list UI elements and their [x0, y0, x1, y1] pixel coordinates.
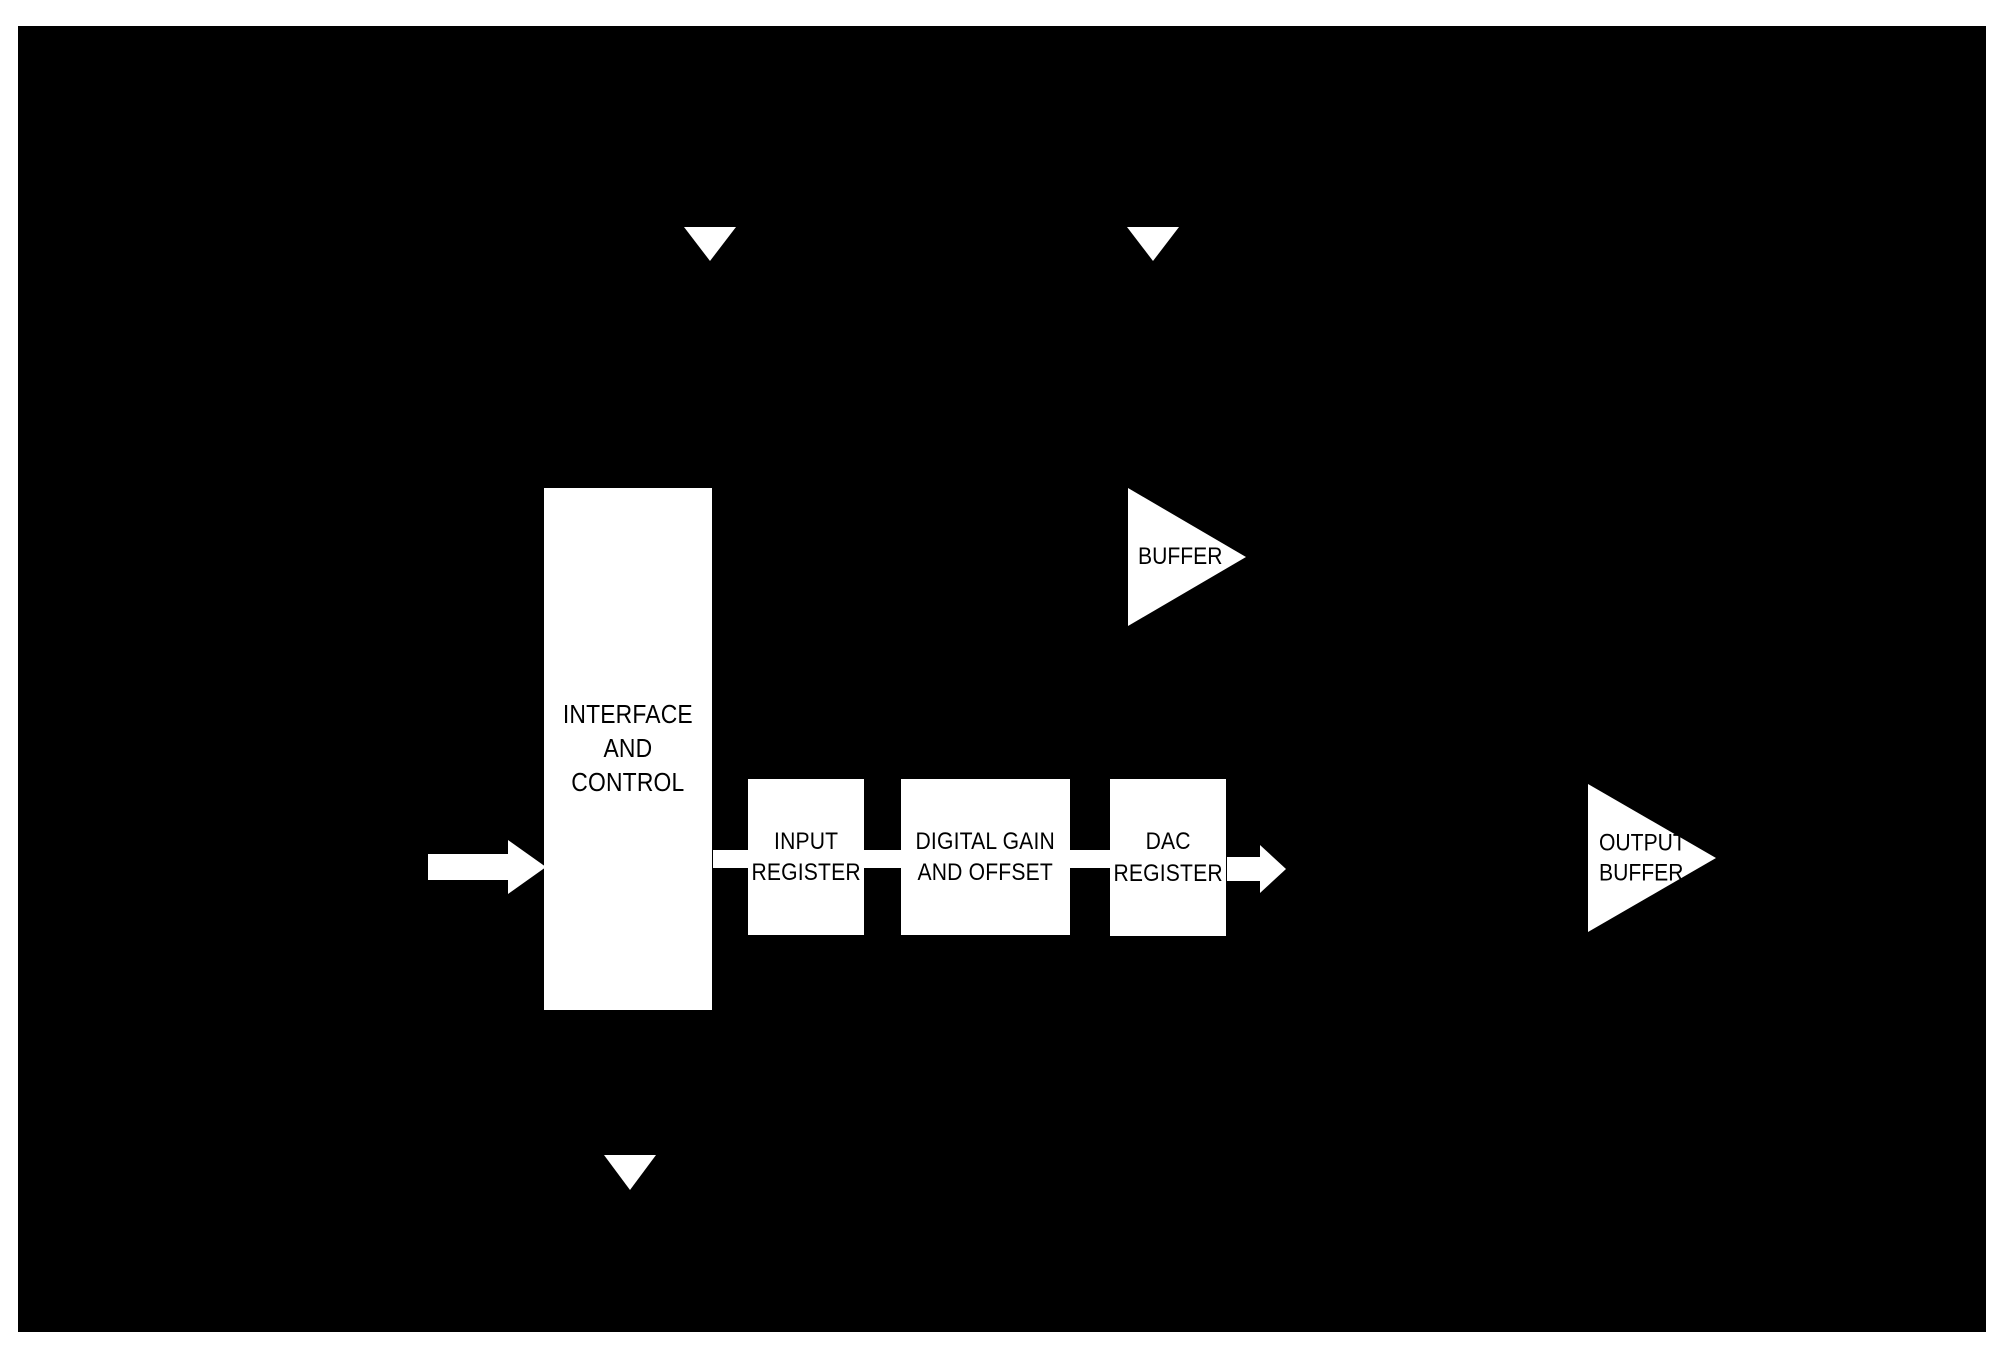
top-marker-left-icon	[684, 227, 736, 261]
dac-register-output-arrow-shaft	[1227, 857, 1260, 881]
connector-interface-to-input-register	[713, 850, 749, 868]
block-digital-gain-and-offset[interactable]: DIGITAL GAIN AND OFFSET	[901, 779, 1070, 935]
connector-input-register-to-digital-gain	[864, 850, 901, 868]
serial-input-arrow-shaft	[428, 854, 508, 880]
serial-input-arrow	[428, 840, 546, 894]
top-marker-right-icon	[1127, 227, 1179, 261]
block-interface-and-control-label: INTERFACE AND CONTROL	[563, 699, 693, 797]
diagram-frame: INTERFACE AND CONTROL INPUT REGISTER DIG…	[18, 26, 1986, 1332]
block-input-register-label: INPUT REGISTER	[751, 827, 861, 886]
dac-register-output-arrow-head	[1260, 845, 1286, 893]
amplifier-buffer-shape	[1128, 488, 1246, 626]
bottom-marker-icon	[604, 1155, 656, 1190]
connector-digital-gain-to-dac-register	[1070, 850, 1110, 868]
block-interface-and-control[interactable]: INTERFACE AND CONTROL	[544, 488, 712, 1010]
block-digital-gain-and-offset-label: DIGITAL GAIN AND OFFSET	[915, 827, 1056, 886]
amplifier-buffer-label: BUFFER	[1138, 543, 1223, 571]
amplifier-buffer[interactable]: BUFFER	[1128, 488, 1246, 626]
amplifier-output-buffer-label: OUTPUT BUFFER	[1599, 829, 1686, 886]
dac-register-output-arrow	[1227, 845, 1286, 893]
block-dac-register-label: DAC REGISTER	[1113, 828, 1223, 887]
amplifier-output-buffer-shape	[1588, 784, 1716, 932]
block-input-register[interactable]: INPUT REGISTER	[748, 779, 864, 935]
amplifier-output-buffer[interactable]: OUTPUT BUFFER	[1588, 784, 1716, 932]
serial-input-arrow-head	[508, 840, 546, 894]
block-dac-register[interactable]: DAC REGISTER	[1110, 779, 1226, 936]
